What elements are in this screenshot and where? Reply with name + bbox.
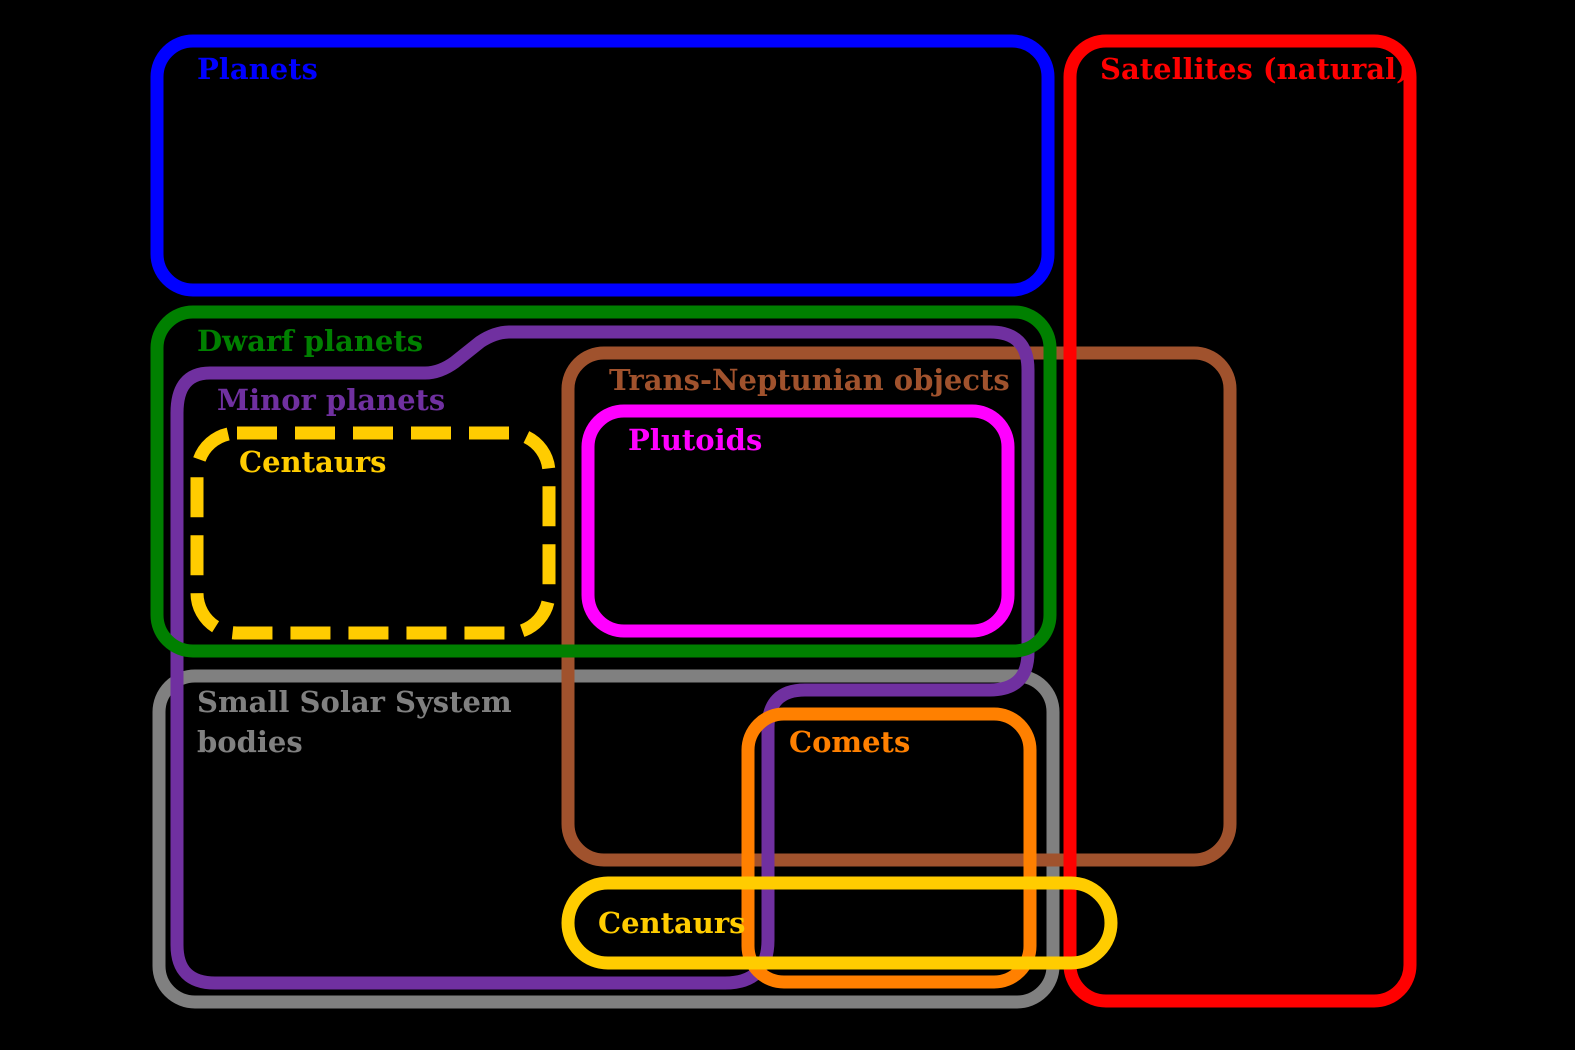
sssb-boundary [152,669,1060,1009]
comets-boundary [741,707,1037,989]
dwarf-planets-label: Dwarf planets [197,324,423,358]
centaurs-sssb-label: Centaurs [598,906,746,940]
tno-label: Trans-Neptunian objects [609,363,1010,397]
minor-planets-boundary [170,325,1035,990]
minor-planets-label: Minor planets [217,383,445,417]
sssb-label-line1: Small Solar System [197,685,512,719]
planets-label: Planets [197,52,318,86]
planets-boundary [150,34,1055,297]
centaurs-dwarf-boundary [190,426,556,640]
plutoids-label: Plutoids [628,423,762,457]
centaurs-sssb-boundary [561,876,1118,970]
plutoids-boundary [581,404,1015,638]
satellites-boundary [1063,34,1417,1008]
sssb-label-line2: bodies [197,725,303,759]
satellites-label: Satellites (natural) [1100,52,1410,86]
centaurs-dwarf-label: Centaurs [239,445,387,479]
tno-boundary [561,346,1237,867]
dwarf-planets-boundary [150,305,1057,658]
comets-label: Comets [789,725,910,759]
